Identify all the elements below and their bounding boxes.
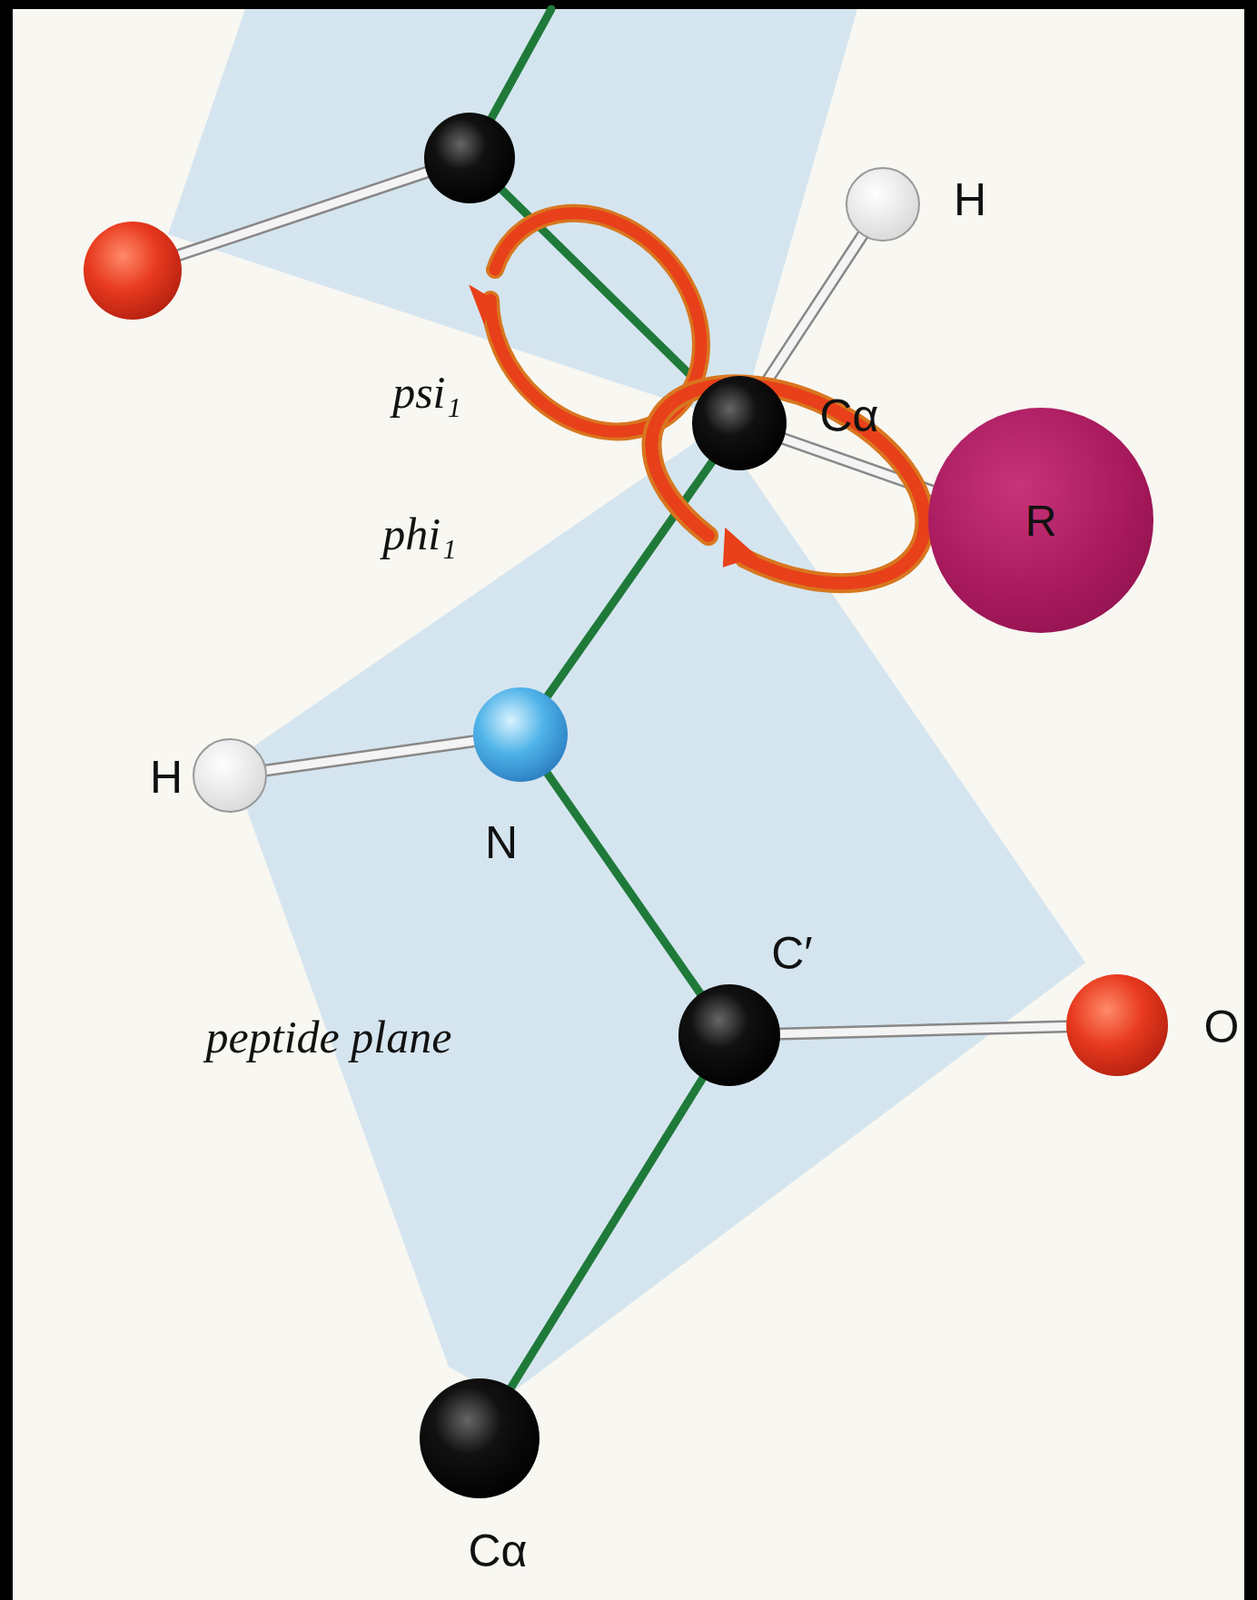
rotation-arrows [472, 213, 925, 584]
hydrogen-atom [846, 168, 920, 241]
atom-label: N [484, 820, 518, 866]
atom-label: H [149, 754, 183, 801]
torsion-label: psi₁ [392, 369, 462, 416]
plane-label: peptide plane [206, 1014, 453, 1060]
alpha-carbon-atom [692, 376, 787, 471]
atom-label: Cα [819, 393, 879, 439]
atom-label: Cα [467, 1528, 527, 1574]
atom-label: H [953, 177, 987, 223]
atom-label: C′ [771, 930, 812, 977]
hydrogen-atom [193, 739, 267, 812]
atom-label: O [1204, 1004, 1240, 1050]
side-chain-label: R [1025, 495, 1058, 546]
carbon-atom [678, 984, 781, 1087]
backbone-bonds [469, 9, 740, 1439]
side-chain-circle: R [928, 407, 1154, 634]
carbon-atom [424, 112, 515, 204]
alpha-carbon-atom [419, 1378, 540, 1499]
torsion-label: phi₁ [382, 511, 456, 557]
nitrogen-atom [473, 687, 568, 782]
oxygen-atom [83, 221, 182, 320]
oxygen-atom [1066, 974, 1168, 1077]
